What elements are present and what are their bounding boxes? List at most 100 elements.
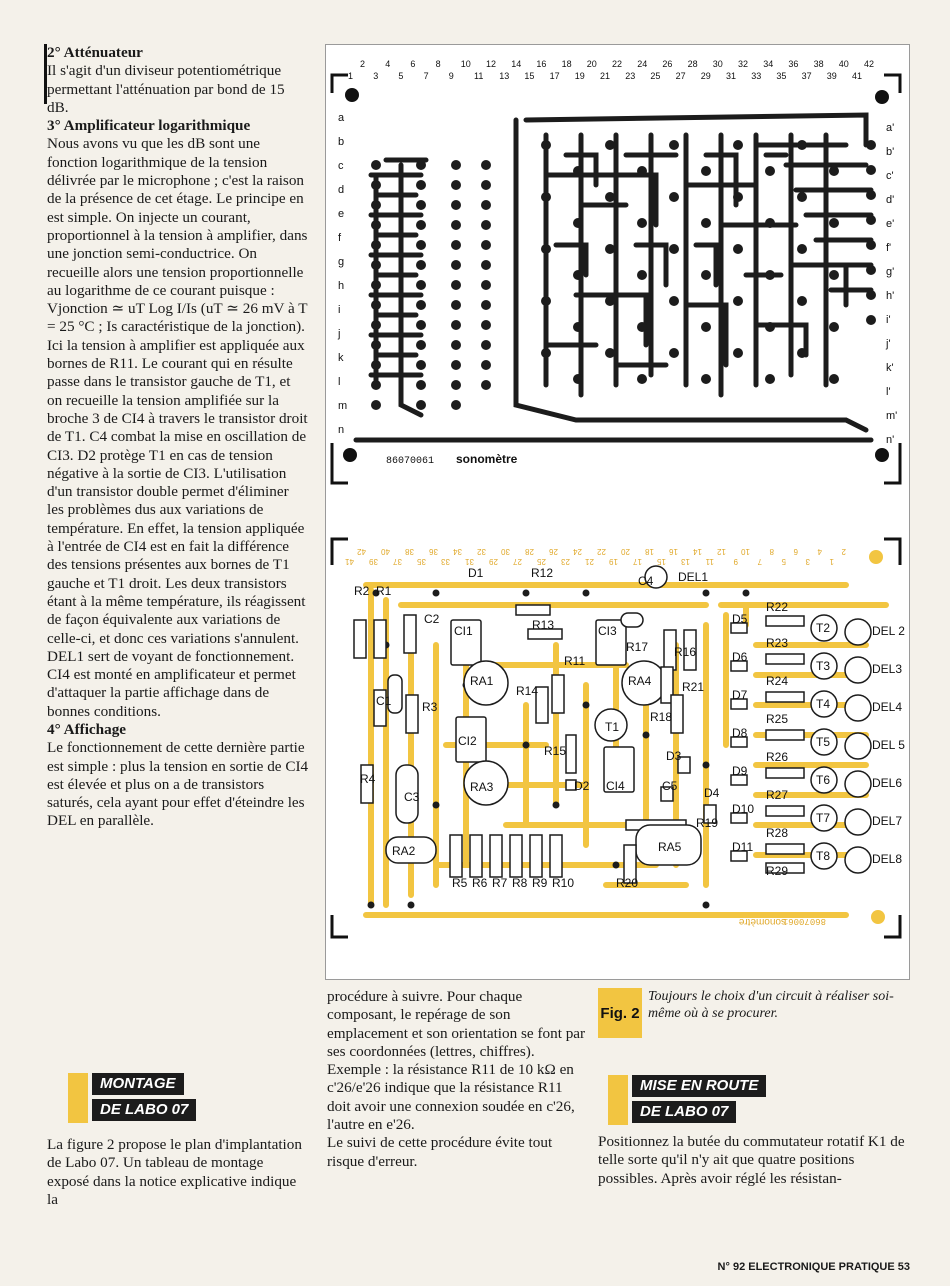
component-label: R17 xyxy=(626,640,648,654)
solder-pad xyxy=(866,190,876,200)
transistor-body xyxy=(810,766,838,794)
pcb-title-label: sonomètre xyxy=(456,452,518,466)
column-number: 30 xyxy=(501,547,510,556)
diode-body xyxy=(730,812,748,824)
solder-pad xyxy=(733,348,743,358)
column-number: 17 xyxy=(550,71,560,81)
component-label: D11 xyxy=(732,840,753,854)
mounting-hole xyxy=(875,90,889,104)
page-footer: N° 92 ELECTRONIQUE PRATIQUE 53 xyxy=(717,1261,910,1273)
column-number: 22 xyxy=(597,547,606,556)
solder-pad xyxy=(481,220,491,230)
solder-pad xyxy=(605,244,615,254)
mounting-hole xyxy=(343,448,357,462)
component-label: R28 xyxy=(766,826,788,840)
solder-pad xyxy=(416,240,426,250)
component-label: R10 xyxy=(552,876,574,890)
column-number: 15 xyxy=(524,71,534,81)
section-4-body: Le fonctionnement de cette dernière part… xyxy=(47,739,309,830)
via-pad xyxy=(432,589,440,597)
heading-accent-bar xyxy=(608,1075,628,1125)
solder-pad xyxy=(481,300,491,310)
column-number: 14 xyxy=(511,59,521,69)
column-number: 27 xyxy=(513,557,522,566)
solder-pad xyxy=(605,348,615,358)
solder-pad xyxy=(765,322,775,332)
row-letter: c xyxy=(338,160,344,172)
row-letter: e xyxy=(338,208,344,220)
solder-pad xyxy=(701,218,711,228)
solder-pad xyxy=(481,200,491,210)
solder-pad xyxy=(451,260,461,270)
right-column: Positionnez la butée du commutateur rota… xyxy=(598,1133,910,1188)
column-number: 15 xyxy=(657,557,666,566)
montage-paragraph: La figure 2 propose le plan d'implantati… xyxy=(47,1136,302,1208)
solder-pad xyxy=(416,200,426,210)
led-body xyxy=(844,694,872,722)
row-letter: l xyxy=(338,376,340,388)
column-number: 16 xyxy=(536,59,546,69)
column-number: 5 xyxy=(398,71,403,81)
solder-pad xyxy=(416,360,426,370)
transistor-body xyxy=(810,614,838,642)
column-rule xyxy=(44,44,47,104)
column-number: 12 xyxy=(486,59,496,69)
column-number: 40 xyxy=(839,59,849,69)
transistor-body xyxy=(810,690,838,718)
column-number: 33 xyxy=(751,71,761,81)
via-pad xyxy=(407,901,415,909)
column-number: 21 xyxy=(600,71,610,81)
component-label: T1 xyxy=(605,720,619,734)
row-letter: c' xyxy=(886,170,894,182)
solder-pad xyxy=(541,244,551,254)
solder-pad xyxy=(829,374,839,384)
column-number: 29 xyxy=(489,557,498,566)
column-number: 4 xyxy=(385,59,390,69)
solder-pad xyxy=(701,374,711,384)
solder-pad xyxy=(416,180,426,190)
solder-pad xyxy=(605,140,615,150)
solder-pad xyxy=(416,280,426,290)
component-label: D7 xyxy=(732,688,748,702)
solder-pad xyxy=(451,180,461,190)
column-number: 37 xyxy=(393,557,402,566)
solder-pad xyxy=(416,400,426,410)
solder-pad xyxy=(797,296,807,306)
solder-pad xyxy=(765,374,775,384)
resistor-body xyxy=(765,615,805,627)
component-label: C3 xyxy=(404,790,420,804)
via-pad xyxy=(702,589,710,597)
led-body xyxy=(844,732,872,760)
column-number: 41 xyxy=(345,557,354,566)
solder-pad xyxy=(733,244,743,254)
left-column: 2° Atténuateur Il s'agit d'un diviseur p… xyxy=(47,44,309,831)
column-number: 22 xyxy=(612,59,622,69)
column-number: 9 xyxy=(733,557,738,566)
section-4-title: 4° Affichage xyxy=(47,720,127,738)
component-label: D4 xyxy=(704,786,720,800)
column-number: 31 xyxy=(726,71,736,81)
mounting-hole xyxy=(875,448,889,462)
heading-accent-bar xyxy=(68,1073,88,1123)
component-label: C2 xyxy=(424,612,440,626)
solder-pad xyxy=(765,270,775,280)
section-3-title: 3° Amplificateur logarithmique xyxy=(47,117,251,135)
component-label: R27 xyxy=(766,788,788,802)
row-letter: i xyxy=(338,304,340,316)
column-number: 34 xyxy=(453,547,462,556)
via-pad xyxy=(582,701,590,709)
solder-pad xyxy=(637,322,647,332)
column-number: 42 xyxy=(864,59,874,69)
via-pad xyxy=(702,761,710,769)
resistor-body xyxy=(765,767,805,779)
column-number: 1 xyxy=(829,557,834,566)
column-number: 29 xyxy=(701,71,711,81)
row-letter: f xyxy=(338,232,342,244)
component-label: R8 xyxy=(512,876,528,890)
solder-pad xyxy=(451,160,461,170)
column-number: 17 xyxy=(633,557,642,566)
column-number: 35 xyxy=(417,557,426,566)
